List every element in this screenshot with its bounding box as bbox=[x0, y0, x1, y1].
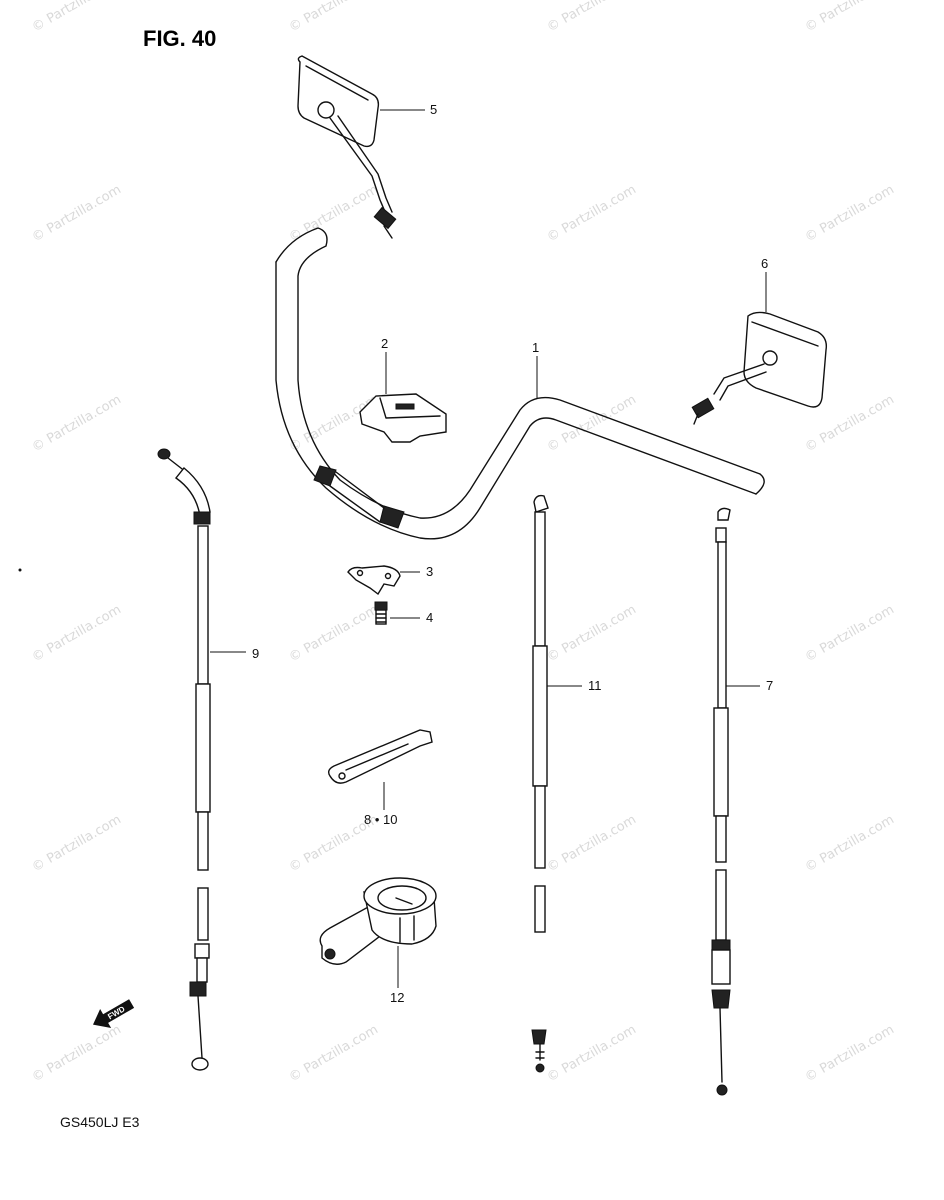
cable-part-7[interactable] bbox=[711, 507, 731, 1096]
bracket-part-3[interactable] bbox=[347, 565, 401, 596]
watermark-text: © Partzilla.com bbox=[545, 812, 639, 875]
watermark-text: © Partzilla.com bbox=[545, 0, 639, 35]
callout-11: 11 bbox=[588, 678, 602, 693]
callout-6: 6 bbox=[761, 256, 768, 271]
watermark-text: © Partzilla.com bbox=[30, 0, 124, 35]
watermark-text: © Partzilla.com bbox=[30, 1022, 124, 1085]
figure-title: FIG. 40 bbox=[143, 26, 216, 51]
watermark-text: © Partzilla.com bbox=[803, 812, 897, 875]
watermark-layer: © Partzilla.com © Partzilla.com © Partzill… bbox=[30, 0, 897, 1085]
model-code: GS450LJ E3 bbox=[60, 1114, 140, 1130]
watermark-text: © Partzilla.com bbox=[287, 602, 381, 665]
watermark-text: © Partzilla.com bbox=[545, 182, 639, 245]
gauge-part-12[interactable] bbox=[319, 877, 437, 965]
handlebar-part-1[interactable] bbox=[275, 227, 765, 540]
watermark-text: © Partzilla.com bbox=[545, 1022, 639, 1085]
watermark-text: © Partzilla.com bbox=[30, 392, 124, 455]
stray-mark bbox=[18, 568, 22, 572]
watermark-text: © Partzilla.com bbox=[30, 602, 124, 665]
callout-5: 5 bbox=[430, 102, 437, 117]
watermark-text: © Partzilla.com bbox=[30, 182, 124, 245]
watermark-text: © Partzilla.com bbox=[803, 602, 897, 665]
screw-part-4[interactable] bbox=[374, 601, 388, 625]
watermark-text: © Partzilla.com bbox=[287, 0, 381, 35]
callout-4: 4 bbox=[426, 610, 433, 625]
watermark-text: © Partzilla.com bbox=[545, 602, 639, 665]
callout-12: 12 bbox=[390, 990, 404, 1005]
callout-9: 9 bbox=[252, 646, 259, 661]
watermark-text: © Partzilla.com bbox=[803, 0, 897, 35]
handlebar-holder-part-2[interactable] bbox=[359, 393, 447, 443]
clamp-part-8-10[interactable] bbox=[327, 729, 433, 784]
callout-1: 1 bbox=[532, 340, 539, 355]
callout-2: 2 bbox=[381, 336, 388, 351]
watermark-text: © Partzilla.com bbox=[803, 182, 897, 245]
watermark-text: © Partzilla.com bbox=[803, 1022, 897, 1085]
right-mirror-part-6[interactable] bbox=[691, 311, 828, 425]
cable-part-11[interactable] bbox=[531, 494, 549, 1073]
watermark-text: © Partzilla.com bbox=[287, 1022, 381, 1085]
left-mirror-part-5[interactable] bbox=[297, 55, 397, 239]
callout-3: 3 bbox=[426, 564, 433, 579]
callout-7: 7 bbox=[766, 678, 773, 693]
cable-part-9[interactable] bbox=[157, 448, 211, 1071]
watermark-text: © Partzilla.com bbox=[30, 812, 124, 875]
callout-8-10: 8 • 10 bbox=[364, 812, 397, 827]
